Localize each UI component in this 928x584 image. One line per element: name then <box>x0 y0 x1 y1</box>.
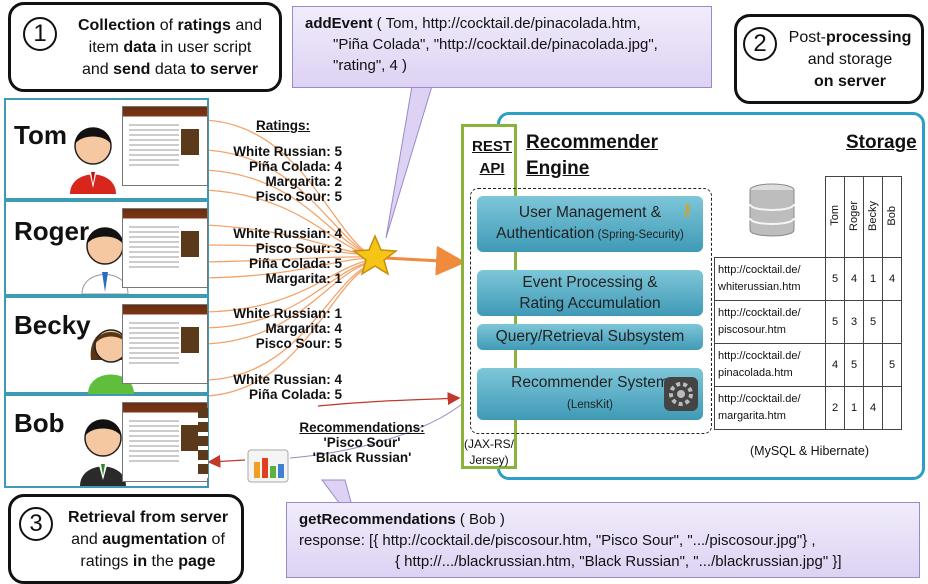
query-retrieval-module[interactable]: Query/Retrieval Subsystem <box>477 324 703 350</box>
step-number: 2 <box>743 27 777 61</box>
mysql-label: (MySQL & Hibernate) <box>750 444 870 458</box>
jax-rs-label: (JAX-RS/Jersey) <box>463 437 514 467</box>
recommendations-label: Recommendations: 'Pisco Sour' 'Black Rus… <box>299 420 425 465</box>
user-name: Becky <box>14 310 91 340</box>
column-header: Becky <box>863 176 883 258</box>
webpage-thumbnail <box>122 106 208 186</box>
avatar-icon <box>80 419 126 486</box>
storage-table: Tom Roger Becky Bob http://cocktail.de/w… <box>714 176 902 430</box>
response-arrow <box>207 454 246 468</box>
bar-chart-icon <box>247 449 289 483</box>
recommender-system-module[interactable]: Recommender System(LensKit) <box>477 368 703 420</box>
step-3-box: 3 Retrieval from server and augmentation… <box>8 494 244 584</box>
get-recommendations-callout: getRecommendations ( Bob ) response: [{ … <box>286 502 920 578</box>
avatar-icon <box>70 127 116 194</box>
user-name: Roger <box>14 216 90 246</box>
gear-icon <box>664 377 698 411</box>
table-header-row: Tom Roger Becky Bob <box>714 176 902 258</box>
webpage-thumbnail <box>122 402 208 482</box>
star-to-api-arrow <box>384 245 466 276</box>
ratings-title: Ratings: <box>256 118 310 133</box>
add-event-callout: addEvent ( Tom, http://cocktail.de/pinac… <box>292 6 712 88</box>
user-panel-bob: Bob <box>4 394 209 488</box>
user-management-module[interactable]: User Management & Authentication (Spring… <box>477 196 703 252</box>
webpage-thumbnail <box>122 304 208 384</box>
rating-lines <box>204 119 371 397</box>
step-number: 1 <box>23 17 57 51</box>
step-1-box: 1 Collection of ratings and item data in… <box>8 2 282 92</box>
column-header: Bob <box>882 176 902 258</box>
user-panel-becky: Becky <box>4 296 209 394</box>
step-number: 3 <box>19 507 53 541</box>
star-icon <box>351 234 399 276</box>
user-panel-roger: Roger <box>4 200 209 296</box>
user-name: Bob <box>14 408 65 438</box>
avatar-icon <box>81 227 129 294</box>
column-header: Tom <box>825 176 845 258</box>
storage-title: Storage <box>846 132 917 153</box>
step-2-text: Post-processing and storage on server <box>788 29 912 90</box>
step-2-box: 2 Post-processing and storage on server <box>734 14 924 104</box>
step-1-text: Collection of ratings and item data in u… <box>77 17 263 78</box>
step-3-text: Retrieval from server and augmentation o… <box>67 509 229 570</box>
event-processing-module[interactable]: Event Processing &Rating Accumulation <box>477 270 703 316</box>
request-arrow <box>317 392 461 407</box>
key-icon: ⚷ <box>681 202 693 219</box>
callout-add-pointer <box>385 85 433 239</box>
recommendation-thumbnails <box>198 408 208 478</box>
user-name: Tom <box>14 120 67 150</box>
user-panel-tom: Tom <box>4 98 209 200</box>
webpage-thumbnail <box>122 208 208 288</box>
engine-modules-frame <box>470 188 712 434</box>
column-header: Roger <box>844 176 864 258</box>
